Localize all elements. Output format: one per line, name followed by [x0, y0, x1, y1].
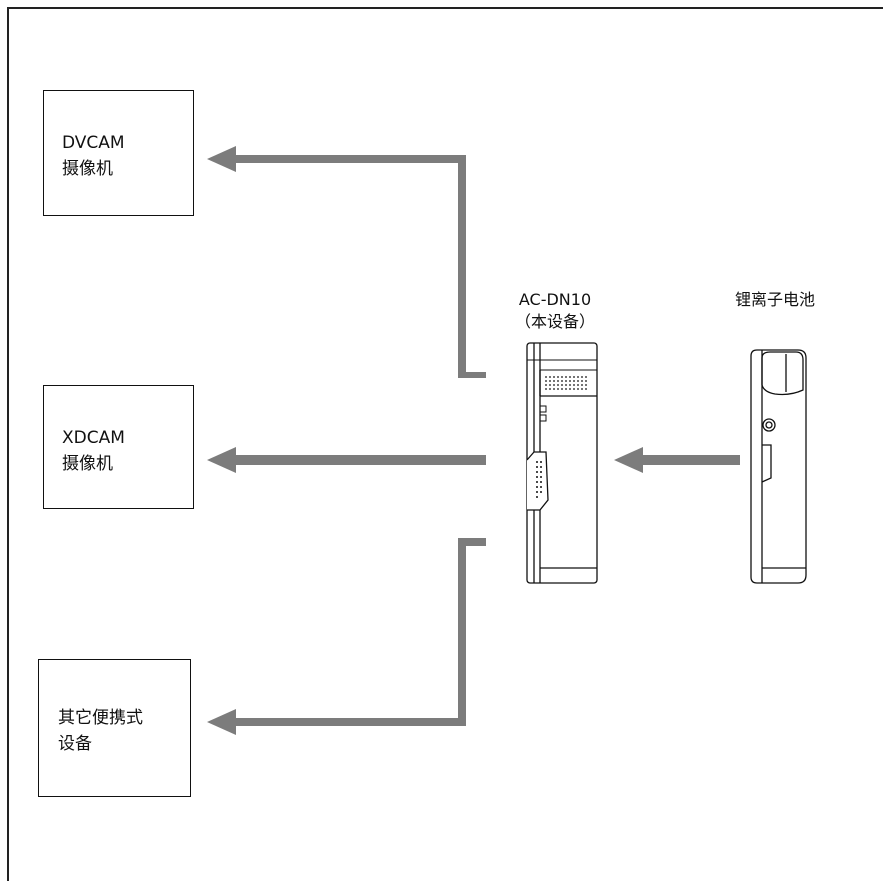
xdcam-camcorder-label: XDCAM 摄像机 — [62, 425, 125, 477]
connection-arrows — [207, 146, 740, 735]
adapter-label: AC-DN10 （本设备） — [500, 289, 610, 333]
dvcam-camcorder-label: DVCAM 摄像机 — [62, 130, 125, 182]
ac-adapter-device — [526, 342, 598, 584]
arrow-to-other-device — [207, 538, 486, 735]
other-device-line1: 其它便携式 — [58, 708, 143, 728]
battery-mount-slot — [761, 444, 772, 483]
adapter-model: AC-DN10 — [518, 290, 592, 309]
other-portable-device-label: 其它便携式 设备 — [58, 705, 143, 757]
frame-top-border — [7, 7, 883, 9]
indicator-lamp-2 — [539, 414, 547, 422]
arrow-to-dvcam — [207, 146, 486, 378]
vent-grille — [545, 376, 587, 390]
other-device-line2: 设备 — [58, 734, 92, 754]
other-portable-device-box — [38, 659, 191, 797]
battery-release-button — [762, 418, 776, 432]
arrow-battery-to-adapter — [614, 447, 740, 473]
indicator-lamp-1 — [539, 405, 547, 413]
adapter-note: （本设备） — [514, 312, 595, 331]
xdcam-type: 摄像机 — [62, 454, 113, 474]
arrow-to-xdcam — [207, 447, 486, 473]
battery-contact-terminal — [526, 451, 549, 511]
xdcam-camcorder-box — [43, 385, 194, 509]
contact-pins — [536, 461, 542, 498]
frame-left-border — [7, 7, 9, 881]
dvcam-name: DVCAM — [62, 133, 125, 153]
lithium-ion-battery — [750, 349, 807, 584]
xdcam-name: XDCAM — [62, 428, 125, 448]
dvcam-camcorder-box — [43, 90, 194, 216]
battery-label: 锂离子电池 — [734, 290, 815, 309]
dvcam-type: 摄像机 — [62, 159, 113, 179]
